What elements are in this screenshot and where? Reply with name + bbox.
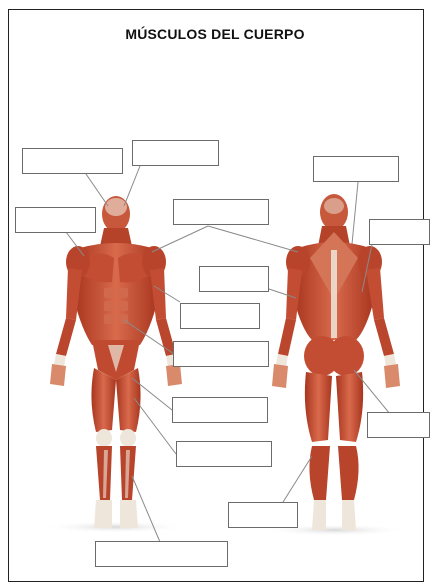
answer-box-11[interactable] bbox=[367, 412, 430, 438]
answer-box-10[interactable] bbox=[172, 397, 268, 423]
front-figure bbox=[50, 196, 182, 528]
answer-box-7[interactable] bbox=[199, 266, 269, 292]
answer-box-2[interactable] bbox=[132, 140, 219, 166]
answer-box-12[interactable] bbox=[176, 441, 272, 467]
answer-box-4[interactable] bbox=[173, 199, 269, 225]
answer-box-6[interactable] bbox=[369, 219, 430, 245]
answer-box-14[interactable] bbox=[95, 541, 228, 567]
answer-box-13[interactable] bbox=[228, 502, 298, 528]
answer-box-1[interactable] bbox=[22, 148, 123, 174]
answer-box-3[interactable] bbox=[15, 207, 96, 233]
answer-box-5[interactable] bbox=[313, 156, 399, 182]
answer-box-9[interactable] bbox=[173, 341, 269, 367]
answer-box-8[interactable] bbox=[180, 303, 260, 329]
